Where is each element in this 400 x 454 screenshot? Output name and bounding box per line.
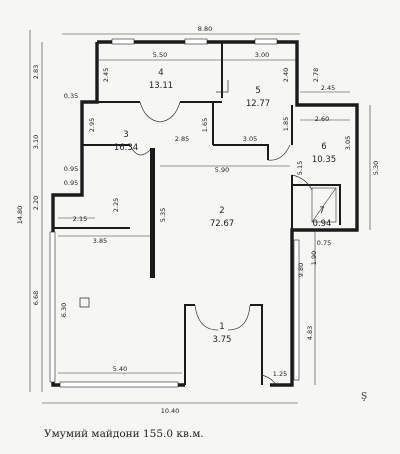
dim-r7-h: 1.90 [310,251,318,265]
windows [49,38,300,388]
dim-r7-w: 0.75 [317,239,331,247]
dim-offset2: 0.95 [64,179,78,187]
dim-main-w: 5.90 [215,166,229,174]
dim-bottom-total: 10.40 [161,407,180,415]
dim-left-seg2: 3.10 [32,135,40,149]
dim-bottom-right: 1.25 [273,370,287,378]
dim-r6-h: 3.05 [344,136,352,150]
dim-left-seg3: 2.20 [32,196,40,210]
dim-main-h: 5.35 [159,208,167,222]
room-6-area: 10.35 [312,155,336,165]
dim-r3-h2: 1.65 [201,118,209,132]
dim-top-left: 5.50 [153,51,167,59]
room-3-number: 3 [123,130,128,140]
dim-top-total: 8.80 [198,25,212,33]
dim-right-total: 5.30 [372,161,380,175]
dim-step-h: 2.25 [112,198,120,212]
dim-step-w: 2.15 [73,215,87,223]
dim-r4-h: 2.45 [102,68,110,82]
dim-left-total: 14.80 [16,206,24,225]
room-3-area: 16.34 [114,143,138,153]
dimension-lines [29,30,371,404]
room-7-number: 7 [319,206,324,216]
dim-right-lower: 9.80 [297,263,305,277]
dim-r3-left: 0.35 [64,92,78,100]
dim-r5-w: 2.45 [321,84,335,92]
dim-r5-h3: 1.85 [282,117,290,131]
north-mark: Ş [361,392,368,402]
room-6-number: 6 [321,142,326,152]
dim-left-inner-h: 6.30 [60,303,68,317]
room-5-number: 5 [255,86,260,96]
dim-hall-w: 3.85 [93,237,107,245]
dimension-labels: 8.80 5.50 3.00 14.80 2.83 3.10 2.20 6.68… [16,25,380,415]
room-4-number: 4 [158,68,163,78]
room-4-area: 13.11 [149,81,173,91]
dim-top-right: 3.00 [255,51,269,59]
dim-left-seg1: 2.83 [32,65,40,79]
doors [129,80,337,386]
interior-walls [53,43,341,385]
room-labels: 4 13.11 5 12.77 3 16.34 6 10.35 2 72.67 … [114,68,336,345]
dim-r5-h1: 2.40 [282,68,290,82]
room-1-area: 3.75 [213,335,232,345]
dim-r3-h: 2.95 [88,118,96,132]
room-1-number: 1 [219,322,224,332]
room-5-area: 12.77 [246,99,270,109]
room-2-number: 2 [219,206,224,216]
dim-r6-w: 2.60 [315,115,329,123]
dim-r3-w: 2.85 [175,135,189,143]
dim-right-lower2: 4.83 [306,326,314,340]
dim-r5-w2: 3.05 [243,135,257,143]
room-2-area: 72.67 [210,219,234,229]
dim-r5-h2: 2.78 [312,68,320,82]
dim-left-seg4: 6.68 [32,291,40,305]
total-area-caption: Умумий майдони 155.0 кв.м. [44,428,204,440]
dim-offset1: 0.95 [64,165,78,173]
dim-bottom-inner: 5.40 [113,365,127,373]
room-7-area: 0.94 [313,219,332,229]
dim-corr-h: 5.15 [296,161,304,175]
